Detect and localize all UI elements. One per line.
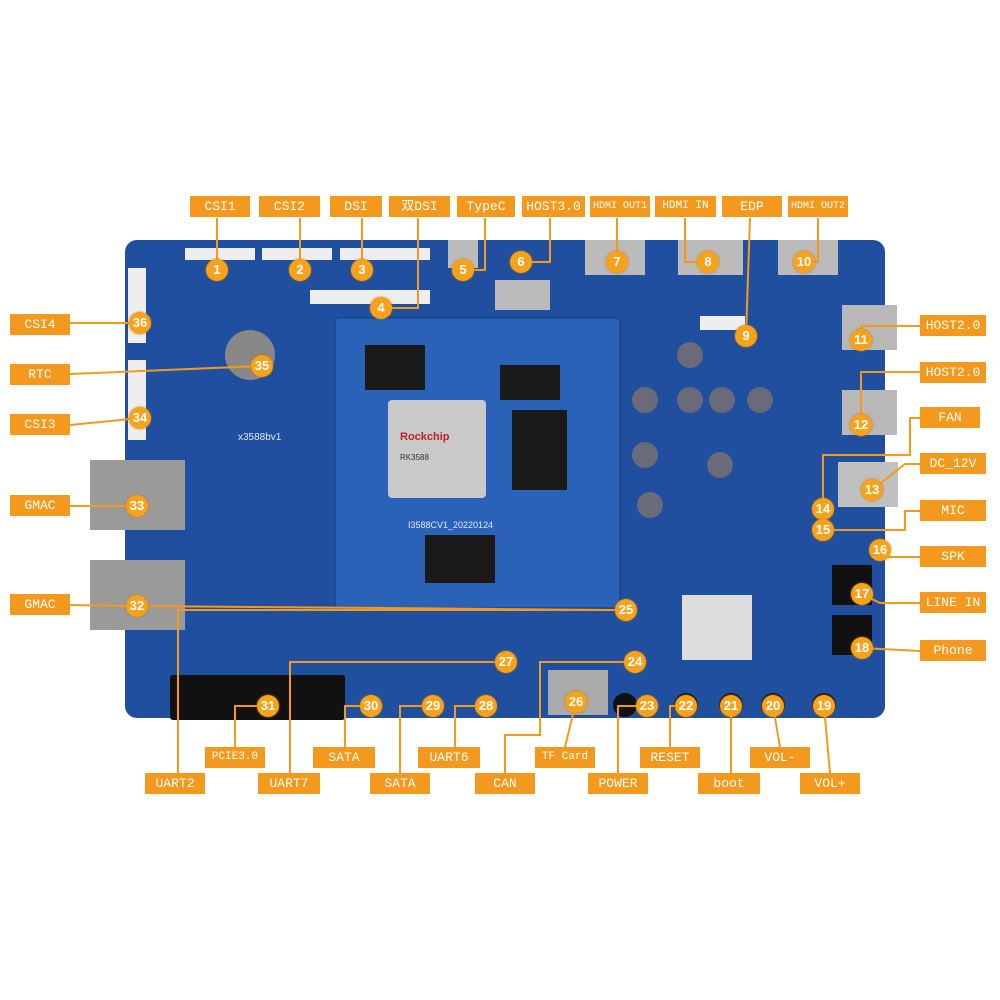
soc-brand: Rockchip (400, 431, 450, 443)
marker-33: 33 (126, 495, 148, 517)
marker-36: 36 (129, 312, 151, 334)
marker-24: 24 (624, 651, 646, 673)
marker-4: 4 (370, 297, 392, 319)
label-sata-2: SATA (370, 773, 430, 794)
label-spk: SPK (920, 546, 986, 567)
label-dc12v: DC_12V (920, 453, 986, 474)
label-csi2: CSI2 (259, 196, 320, 217)
marker-18: 18 (851, 637, 873, 659)
label-can: CAN (475, 773, 535, 794)
marker-11: 11 (850, 329, 872, 351)
label-typec: TypeC (457, 196, 515, 217)
label-dual-dsi: 双DSI (389, 196, 450, 217)
label-sata-1: SATA (313, 747, 375, 768)
label-dsi: DSI (330, 196, 382, 217)
board-name: x3588bv1 (238, 432, 282, 443)
label-uart6: UART6 (418, 747, 480, 768)
label-host20-2: HOST2.0 (920, 362, 986, 383)
marker-19: 19 (813, 695, 835, 717)
marker-30: 30 (360, 695, 382, 717)
label-power: POWER (588, 773, 648, 794)
label-mic: MIC (920, 500, 986, 521)
label-csi1: CSI1 (190, 196, 250, 217)
pcie-slot (170, 675, 345, 720)
label-host20-1: HOST2.0 (920, 315, 986, 336)
marker-9: 9 (735, 325, 757, 347)
marker-22: 22 (675, 695, 697, 717)
marker-14: 14 (812, 498, 834, 520)
label-tf-card: TF Card (535, 747, 595, 768)
marker-17: 17 (851, 583, 873, 605)
marker-20: 20 (762, 695, 784, 717)
marker-2: 2 (289, 259, 311, 281)
marker-1: 1 (206, 259, 228, 281)
marker-5: 5 (452, 259, 474, 281)
label-pcie: PCIE3.0 (205, 747, 265, 768)
marker-7: 7 (606, 251, 628, 273)
label-uart2: UART2 (145, 773, 205, 794)
marker-26: 26 (565, 691, 587, 713)
label-csi4: CSI4 (10, 314, 70, 335)
label-gmac-2: GMAC (10, 594, 70, 615)
label-vol-plus: VOL+ (800, 773, 860, 794)
soc-chip (388, 400, 486, 498)
marker-13: 13 (861, 479, 883, 501)
marker-34: 34 (129, 407, 151, 429)
label-uart7: UART7 (258, 773, 320, 794)
marker-29: 29 (422, 695, 444, 717)
label-hdmi-out1: HDMI OUT1 (590, 196, 650, 217)
marker-27: 27 (495, 651, 517, 673)
label-line-in: LINE IN (920, 592, 986, 613)
label-gmac-1: GMAC (10, 495, 70, 516)
label-vol-minus: VOL- (750, 747, 810, 768)
marker-25: 25 (615, 599, 637, 621)
marker-28: 28 (475, 695, 497, 717)
label-fan: FAN (920, 407, 980, 428)
label-rtc: RTC (10, 364, 70, 385)
marker-15: 15 (812, 519, 834, 541)
marker-3: 3 (351, 259, 373, 281)
marker-32: 32 (126, 595, 148, 617)
marker-12: 12 (850, 414, 872, 436)
label-reset: RESET (640, 747, 700, 768)
module-name: I3588CV1_20220124 (408, 520, 493, 530)
label-edp: EDP (722, 196, 782, 217)
marker-10: 10 (793, 251, 815, 273)
marker-21: 21 (720, 695, 742, 717)
soc-name: RK3588 (400, 453, 429, 462)
marker-8: 8 (697, 251, 719, 273)
marker-16: 16 (869, 539, 891, 561)
marker-35: 35 (251, 355, 273, 377)
label-phone: Phone (920, 640, 986, 661)
label-hdmi-out2: HDMI OUT2 (788, 196, 848, 217)
marker-31: 31 (257, 695, 279, 717)
marker-6: 6 (510, 251, 532, 273)
label-hdmi-in: HDMI IN (655, 196, 716, 217)
label-boot: boot (698, 773, 760, 794)
label-host30: HOST3.0 (522, 196, 585, 217)
label-csi3: CSI3 (10, 414, 70, 435)
marker-23: 23 (636, 695, 658, 717)
